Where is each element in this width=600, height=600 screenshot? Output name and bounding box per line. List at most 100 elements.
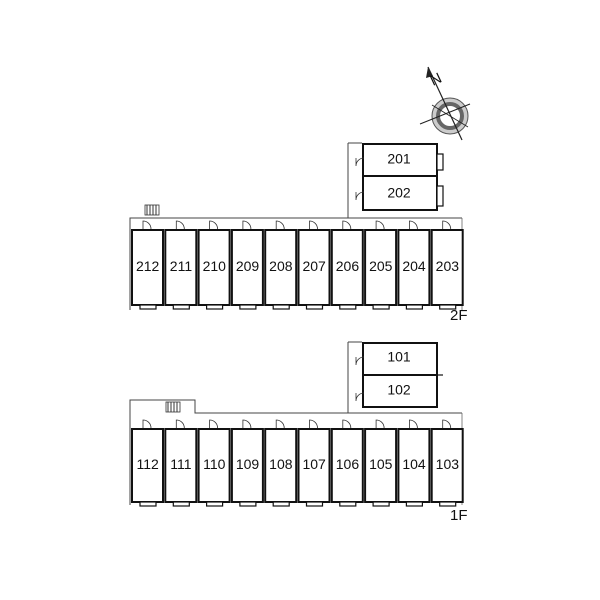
- unit-box: [197, 428, 231, 503]
- unit-211: 211: [164, 220, 198, 310]
- door-icon: [442, 419, 452, 429]
- floor-label-1f: 1F: [450, 507, 468, 524]
- door-icon: [275, 220, 285, 230]
- unit-box: [330, 428, 364, 503]
- door-icon: [142, 220, 152, 230]
- balcony: [305, 501, 324, 507]
- door-icon: [375, 220, 385, 230]
- unit-205: 205: [364, 220, 398, 310]
- balcony: [206, 501, 224, 507]
- balcony: [172, 304, 190, 310]
- unit-box: [430, 428, 464, 503]
- door-icon: [342, 419, 352, 429]
- door-icon: [275, 419, 285, 429]
- north-label: N: [428, 70, 445, 90]
- unit-206: 206: [330, 220, 364, 310]
- staircase-icon: [165, 401, 181, 413]
- unit-111: 111: [164, 419, 198, 507]
- balcony: [139, 501, 157, 507]
- unit-box: [430, 229, 464, 306]
- unit-label: 105: [369, 456, 393, 472]
- unit-107: 107: [297, 419, 331, 507]
- unit-label: 206: [336, 258, 360, 274]
- unit-label: 111: [170, 456, 191, 472]
- door-icon: [175, 419, 185, 429]
- unit-label: 106: [336, 456, 360, 472]
- unit-202: 202: [355, 175, 444, 211]
- unit-104: 104: [397, 419, 431, 507]
- compass-rose-icon: N: [419, 66, 471, 141]
- unit-108: 108: [264, 419, 298, 507]
- balcony: [139, 304, 157, 310]
- door-icon: [409, 419, 418, 429]
- door-icon: [355, 191, 365, 201]
- unit-212: 212: [131, 220, 164, 310]
- unit-label: 211: [170, 258, 193, 274]
- unit-box: [230, 428, 264, 503]
- unit-box: [131, 229, 164, 306]
- unit-109: 109: [230, 419, 264, 507]
- unit-106: 106: [330, 419, 364, 507]
- door-icon: [309, 419, 318, 429]
- unit-box: [397, 229, 431, 306]
- balcony: [305, 304, 324, 310]
- door-icon: [142, 419, 152, 429]
- unit-box: [397, 428, 431, 503]
- unit-label: 101: [387, 349, 411, 365]
- door-icon: [209, 419, 218, 429]
- unit-label: 104: [402, 456, 426, 472]
- unit-102: 102: [355, 374, 438, 408]
- balcony: [405, 304, 423, 310]
- door-icon: [242, 419, 252, 429]
- unit-box: [164, 229, 198, 306]
- unit-203: 203: [430, 220, 464, 310]
- unit-103: 103: [430, 419, 464, 507]
- unit-label: 109: [236, 456, 260, 472]
- balcony: [439, 501, 457, 507]
- unit-label: 207: [302, 258, 326, 274]
- unit-110: 110: [197, 419, 231, 507]
- unit-208: 208: [264, 220, 298, 310]
- balcony: [372, 304, 390, 310]
- unit-box: [364, 428, 398, 503]
- balcony: [239, 501, 257, 507]
- door-icon: [342, 220, 352, 230]
- door-icon: [355, 157, 365, 167]
- balcony: [439, 304, 457, 310]
- unit-207: 207: [297, 220, 331, 310]
- unit-box: [264, 229, 298, 306]
- unit-101: 101: [355, 342, 443, 376]
- balcony: [272, 501, 290, 507]
- unit-box: [297, 229, 331, 306]
- unit-112: 112: [131, 419, 164, 507]
- unit-box: [197, 229, 231, 306]
- unit-label: 212: [136, 258, 160, 274]
- corridor-outline-2f: [129, 143, 349, 310]
- unit-box: [131, 428, 164, 503]
- door-icon: [442, 220, 452, 230]
- unit-204: 204: [397, 220, 431, 310]
- unit-label: 107: [302, 456, 326, 472]
- balcony: [372, 501, 390, 507]
- unit-label: 108: [269, 456, 293, 472]
- balcony: [339, 501, 357, 507]
- door-icon: [355, 356, 365, 366]
- unit-label: 208: [269, 258, 293, 274]
- balcony: [172, 501, 190, 507]
- door-icon: [409, 220, 418, 230]
- unit-label: 110: [203, 456, 226, 472]
- unit-201: 201: [355, 143, 444, 177]
- door-icon: [242, 220, 252, 230]
- corridor-outline-1f: [129, 342, 349, 505]
- balcony: [272, 304, 290, 310]
- unit-label: 203: [436, 258, 460, 274]
- unit-209: 209: [230, 220, 264, 310]
- door-icon: [209, 220, 218, 230]
- unit-label: 202: [387, 185, 411, 201]
